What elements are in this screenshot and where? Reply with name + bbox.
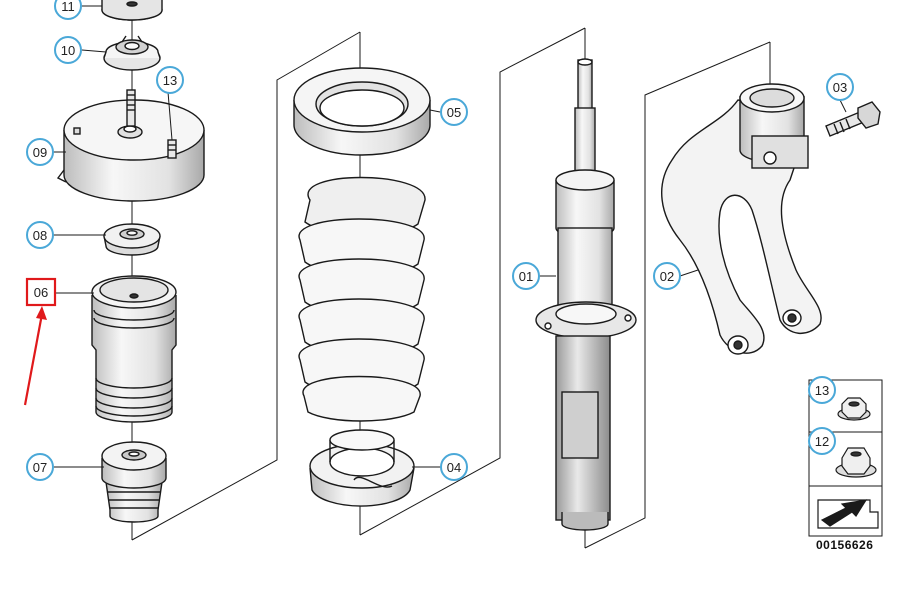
callout-05-label: 05 [447, 105, 461, 120]
figure-number: 00156626 [816, 538, 874, 552]
callout-12-side-label: 12 [815, 434, 829, 449]
callout-10[interactable]: 10 [54, 36, 82, 64]
callout-13-side[interactable]: 13 [808, 376, 836, 404]
callout-13-side-label: 13 [815, 383, 829, 398]
callout-01-label: 01 [519, 269, 533, 284]
part-06-dust-boot [91, 275, 177, 423]
part-04-lower-spring-seat [309, 429, 415, 507]
callout-08[interactable]: 08 [26, 221, 54, 249]
callout-03[interactable]: 03 [826, 73, 854, 101]
callout-09[interactable]: 09 [26, 138, 54, 166]
callout-11-label: 11 [61, 0, 75, 14]
callout-02[interactable]: 02 [653, 262, 681, 290]
part-13-nut [837, 397, 871, 421]
direction-arrow-icon [817, 499, 879, 529]
part-07-bump-stop [101, 441, 167, 523]
part-01-shock-absorber [535, 58, 637, 531]
part-05-upper-spring-seat [293, 67, 431, 156]
callout-13-label: 13 [163, 73, 177, 88]
callout-10-label: 10 [61, 43, 75, 58]
callout-07[interactable]: 07 [26, 453, 54, 481]
part-09-strut-mount [56, 89, 205, 202]
callout-03-label: 03 [833, 80, 847, 95]
callout-01[interactable]: 01 [512, 262, 540, 290]
part-08-cup [103, 223, 161, 256]
callout-12-side[interactable]: 12 [808, 427, 836, 455]
part-10-mount [103, 35, 161, 71]
callout-04[interactable]: 04 [440, 453, 468, 481]
callout-04-label: 04 [447, 460, 461, 475]
highlight-arrow-icon [23, 306, 47, 406]
part-03-bolt [825, 101, 881, 137]
callout-02-label: 02 [660, 269, 674, 284]
part-11-washer [101, 0, 163, 21]
callout-06-highlighted[interactable]: 06 [25, 277, 57, 307]
part-12-nut [835, 447, 877, 478]
leader-lines [52, 5, 847, 468]
callout-06-label: 06 [34, 285, 48, 300]
callout-09-label: 09 [33, 145, 47, 160]
part-02-swivel-bearing [661, 83, 822, 355]
coil-spring [298, 176, 426, 422]
callout-08-label: 08 [33, 228, 47, 243]
callout-11[interactable]: 11 [54, 0, 82, 20]
callout-05[interactable]: 05 [440, 98, 468, 126]
callout-07-label: 07 [33, 460, 47, 475]
callout-13[interactable]: 13 [156, 66, 184, 94]
